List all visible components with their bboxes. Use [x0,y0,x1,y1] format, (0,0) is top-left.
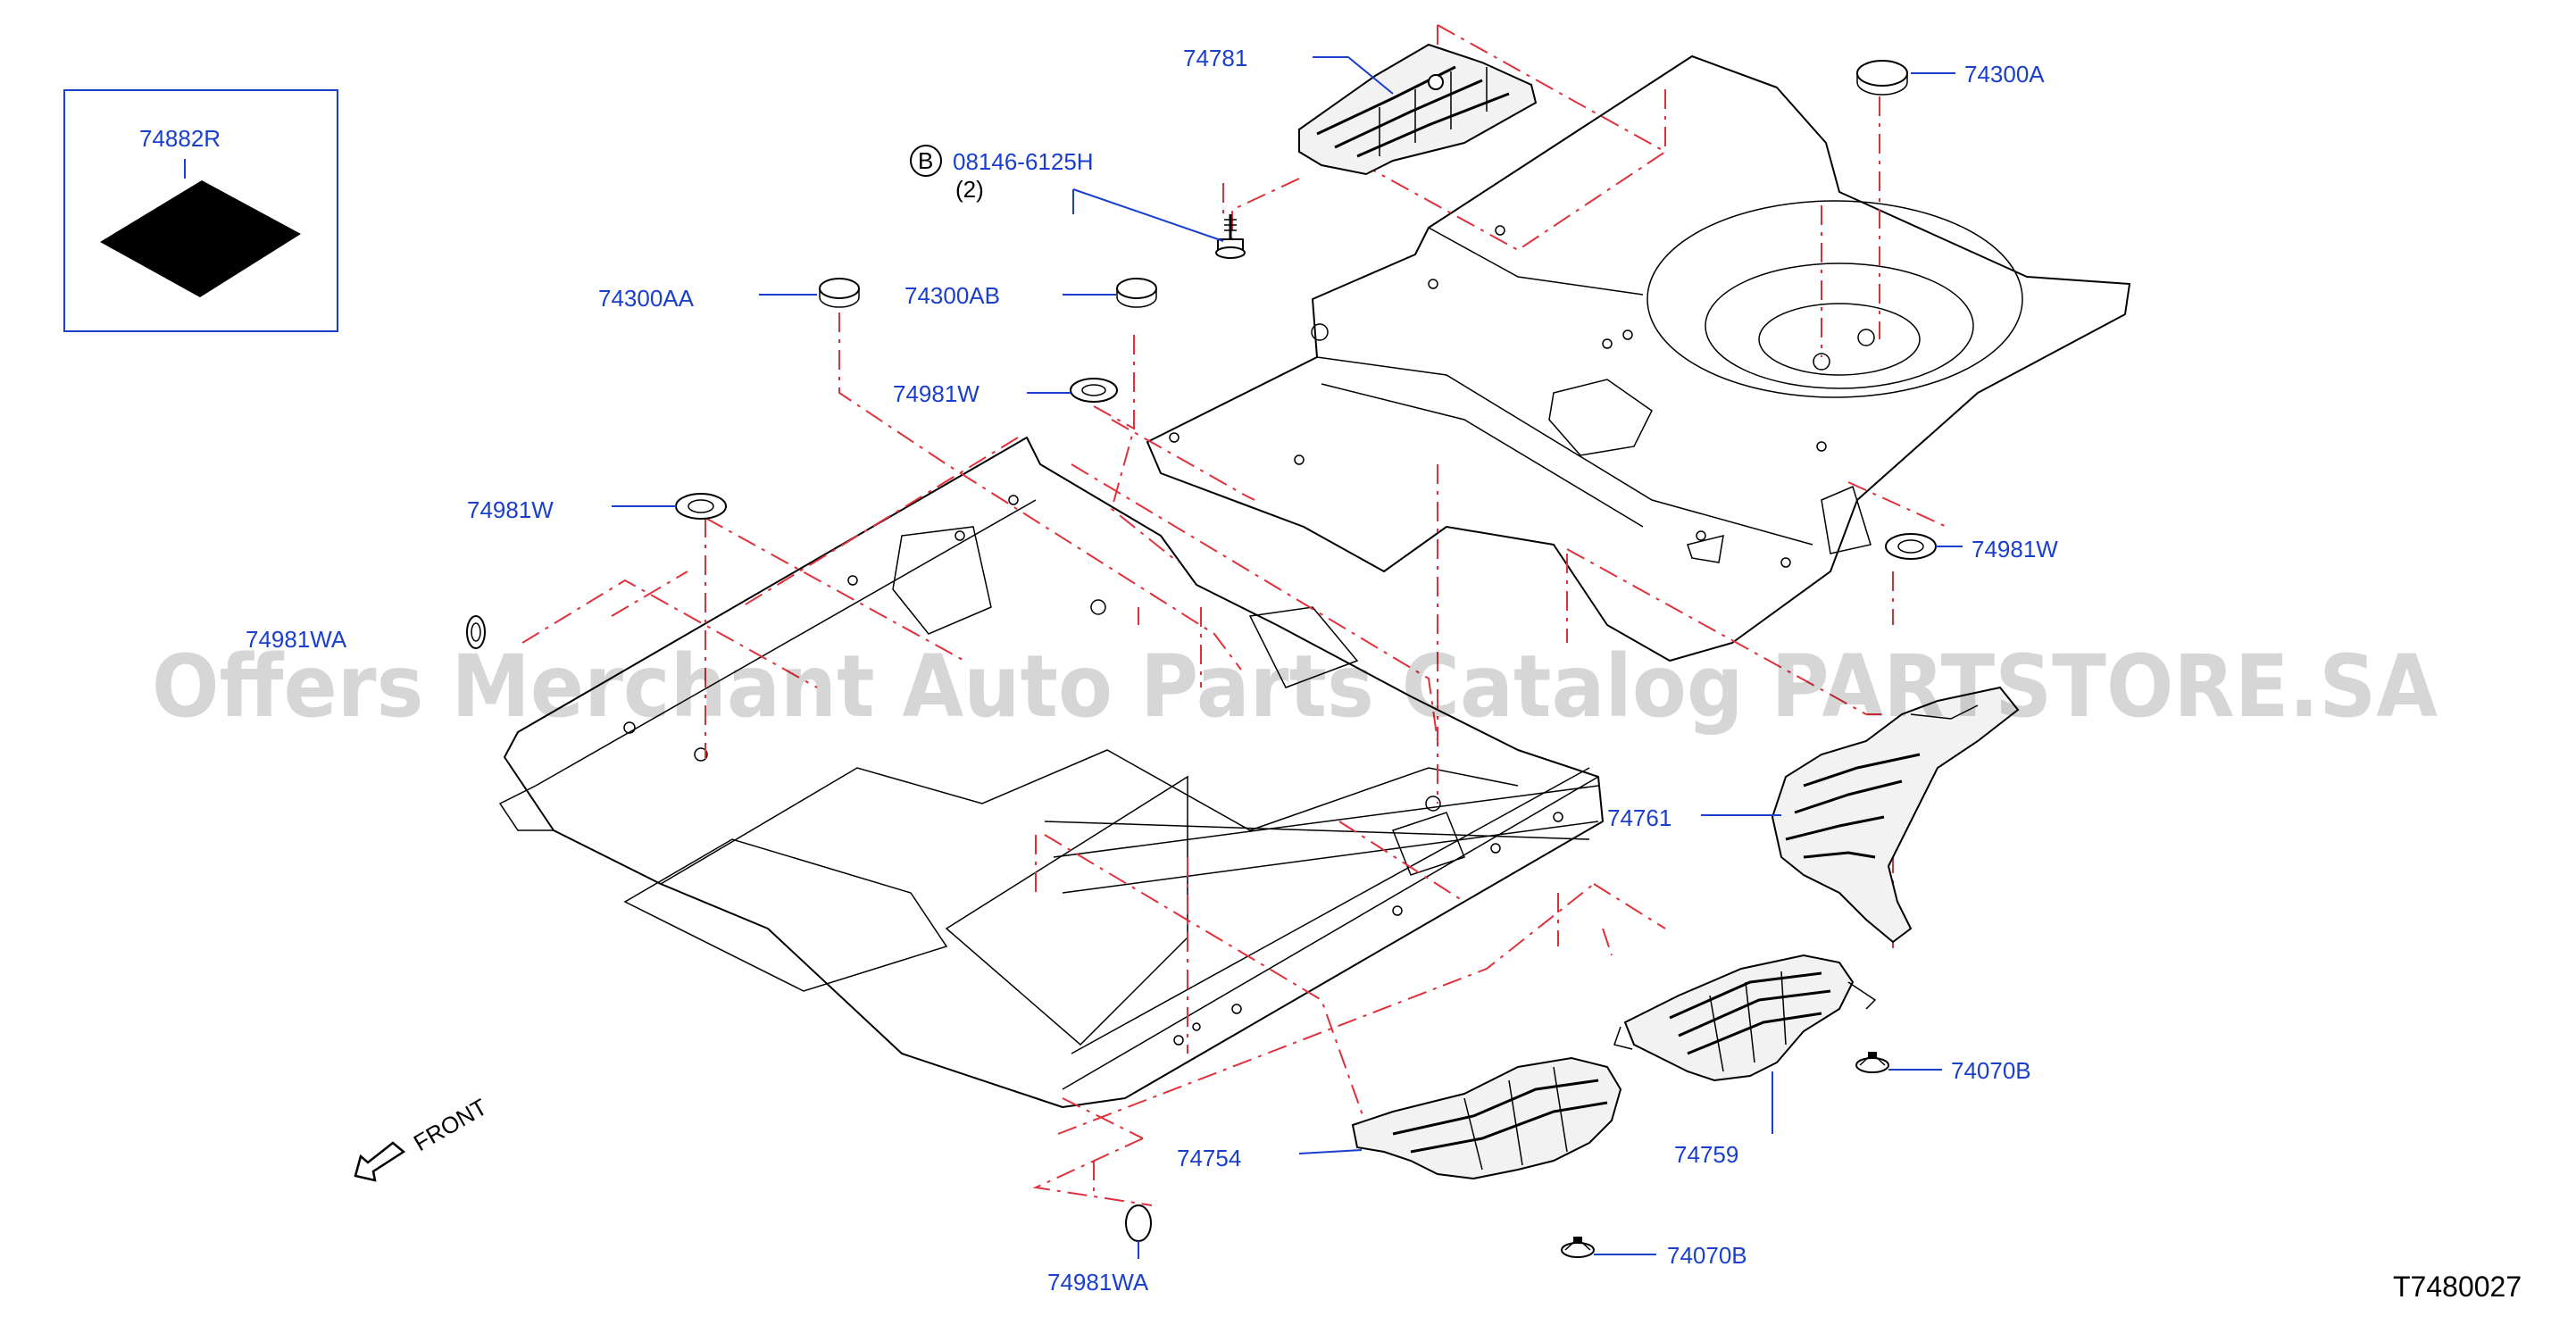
clip-74070B-bottom [1561,1237,1595,1258]
label-74754: 74754 [1177,1145,1241,1171]
grommet-74981W-left [675,493,727,520]
leader-lines [612,56,1963,1259]
grommet-74981WA-left [466,615,486,649]
plug-74300AA [819,278,860,308]
front-arrow: FRONT [354,1093,492,1182]
heat-insulator-74754 [1351,1056,1622,1180]
label-74300A: 74300A [1964,61,2045,88]
label-74761: 74761 [1607,804,1671,831]
label-74781: 74781 [1183,45,1247,71]
bolt-marker: B [918,147,933,174]
grommet-74981W-top [1070,378,1118,403]
callouts: 74882R 74781 74300A B 08146-6125H (2) 74… [139,45,2058,1296]
label-74759: 74759 [1674,1141,1738,1168]
bolt-08146-6125H [1215,214,1246,259]
label-74070B-bottom: 74070B [1667,1242,1747,1269]
bolt-marker-circle [910,145,942,177]
label-74981W-right: 74981W [1972,536,2058,562]
grommet-74981W-right [1885,533,1937,560]
watermark: Offers Merchant Auto Parts Catalog PARTS… [152,637,2438,737]
label-74300AA: 74300AA [598,285,695,312]
label-74882R: 74882R [139,125,221,152]
heat-insulator-74781 [1298,43,1538,176]
label-74300AB: 74300AB [905,282,1000,309]
plug-74300A [1856,60,1908,96]
clip-74070B-right [1855,1052,1889,1073]
rear-floor-pan [1146,55,2130,662]
label-08146-6125H: 08146-6125H [953,148,1094,175]
label-74981W-top: 74981W [893,380,980,407]
grommet-74981WA-bottom [1125,1204,1152,1242]
plug-74300AB [1116,278,1157,308]
label-74981WA-bottom: 74981WA [1047,1269,1149,1296]
label-74981WA-left: 74981WA [246,626,347,653]
label-bolt-qty: (2) [955,176,984,203]
inset-box-74882R [63,89,338,332]
heat-insulator-74759 [1613,954,1877,1082]
label-74070B-right: 74070B [1951,1057,2031,1084]
tunnel-insulator-74761 [1771,686,2020,944]
front-arrow-icon [354,1141,406,1182]
label-74981W-left: 74981W [467,496,554,523]
front-label: FRONT [409,1093,492,1156]
insulator-sheet-74882R [100,180,301,297]
diagram-code: T7480027 [2393,1271,2522,1303]
alignment-lines [521,24,1947,1206]
